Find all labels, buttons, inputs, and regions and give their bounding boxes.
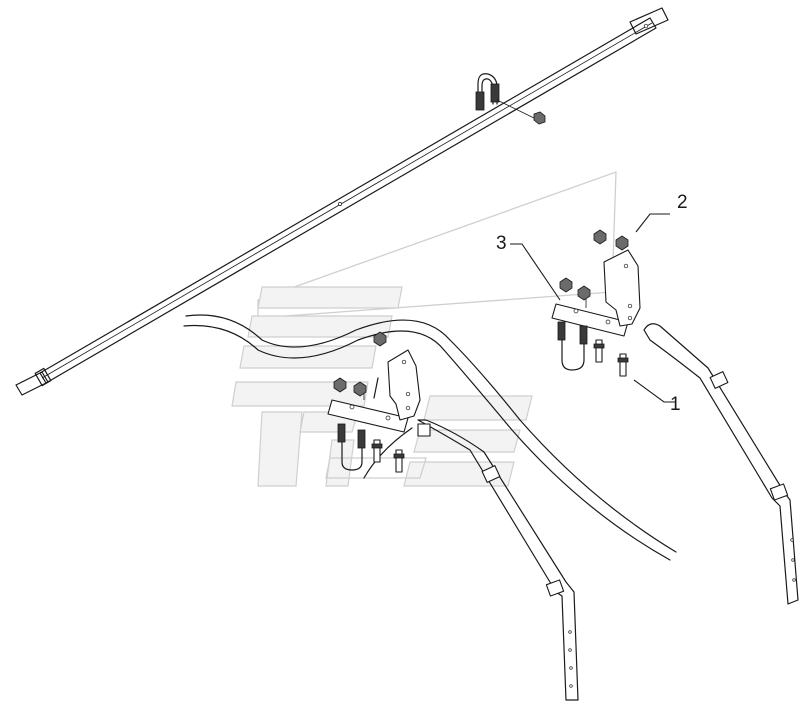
bracket-assembly-right [551, 229, 641, 377]
left-hoop-leg [417, 419, 579, 701]
callout-2: 2 [677, 192, 688, 213]
curved-hoop-frame-left [183, 314, 677, 561]
nut [353, 381, 367, 397]
callout-3: 3 [496, 233, 507, 254]
nut [373, 331, 387, 347]
long-crossbar [15, 7, 669, 396]
callout-1: 1 [670, 394, 681, 415]
u-bolt-top [475, 73, 546, 125]
nut [615, 235, 629, 251]
company-logo-watermark [231, 171, 617, 487]
nut [559, 277, 573, 293]
bracket-assembly-left [327, 331, 421, 473]
callout-leaders [510, 213, 676, 403]
nut [333, 377, 347, 393]
right-hoop-leg [643, 323, 799, 605]
nut [593, 229, 607, 245]
nut [577, 285, 591, 301]
